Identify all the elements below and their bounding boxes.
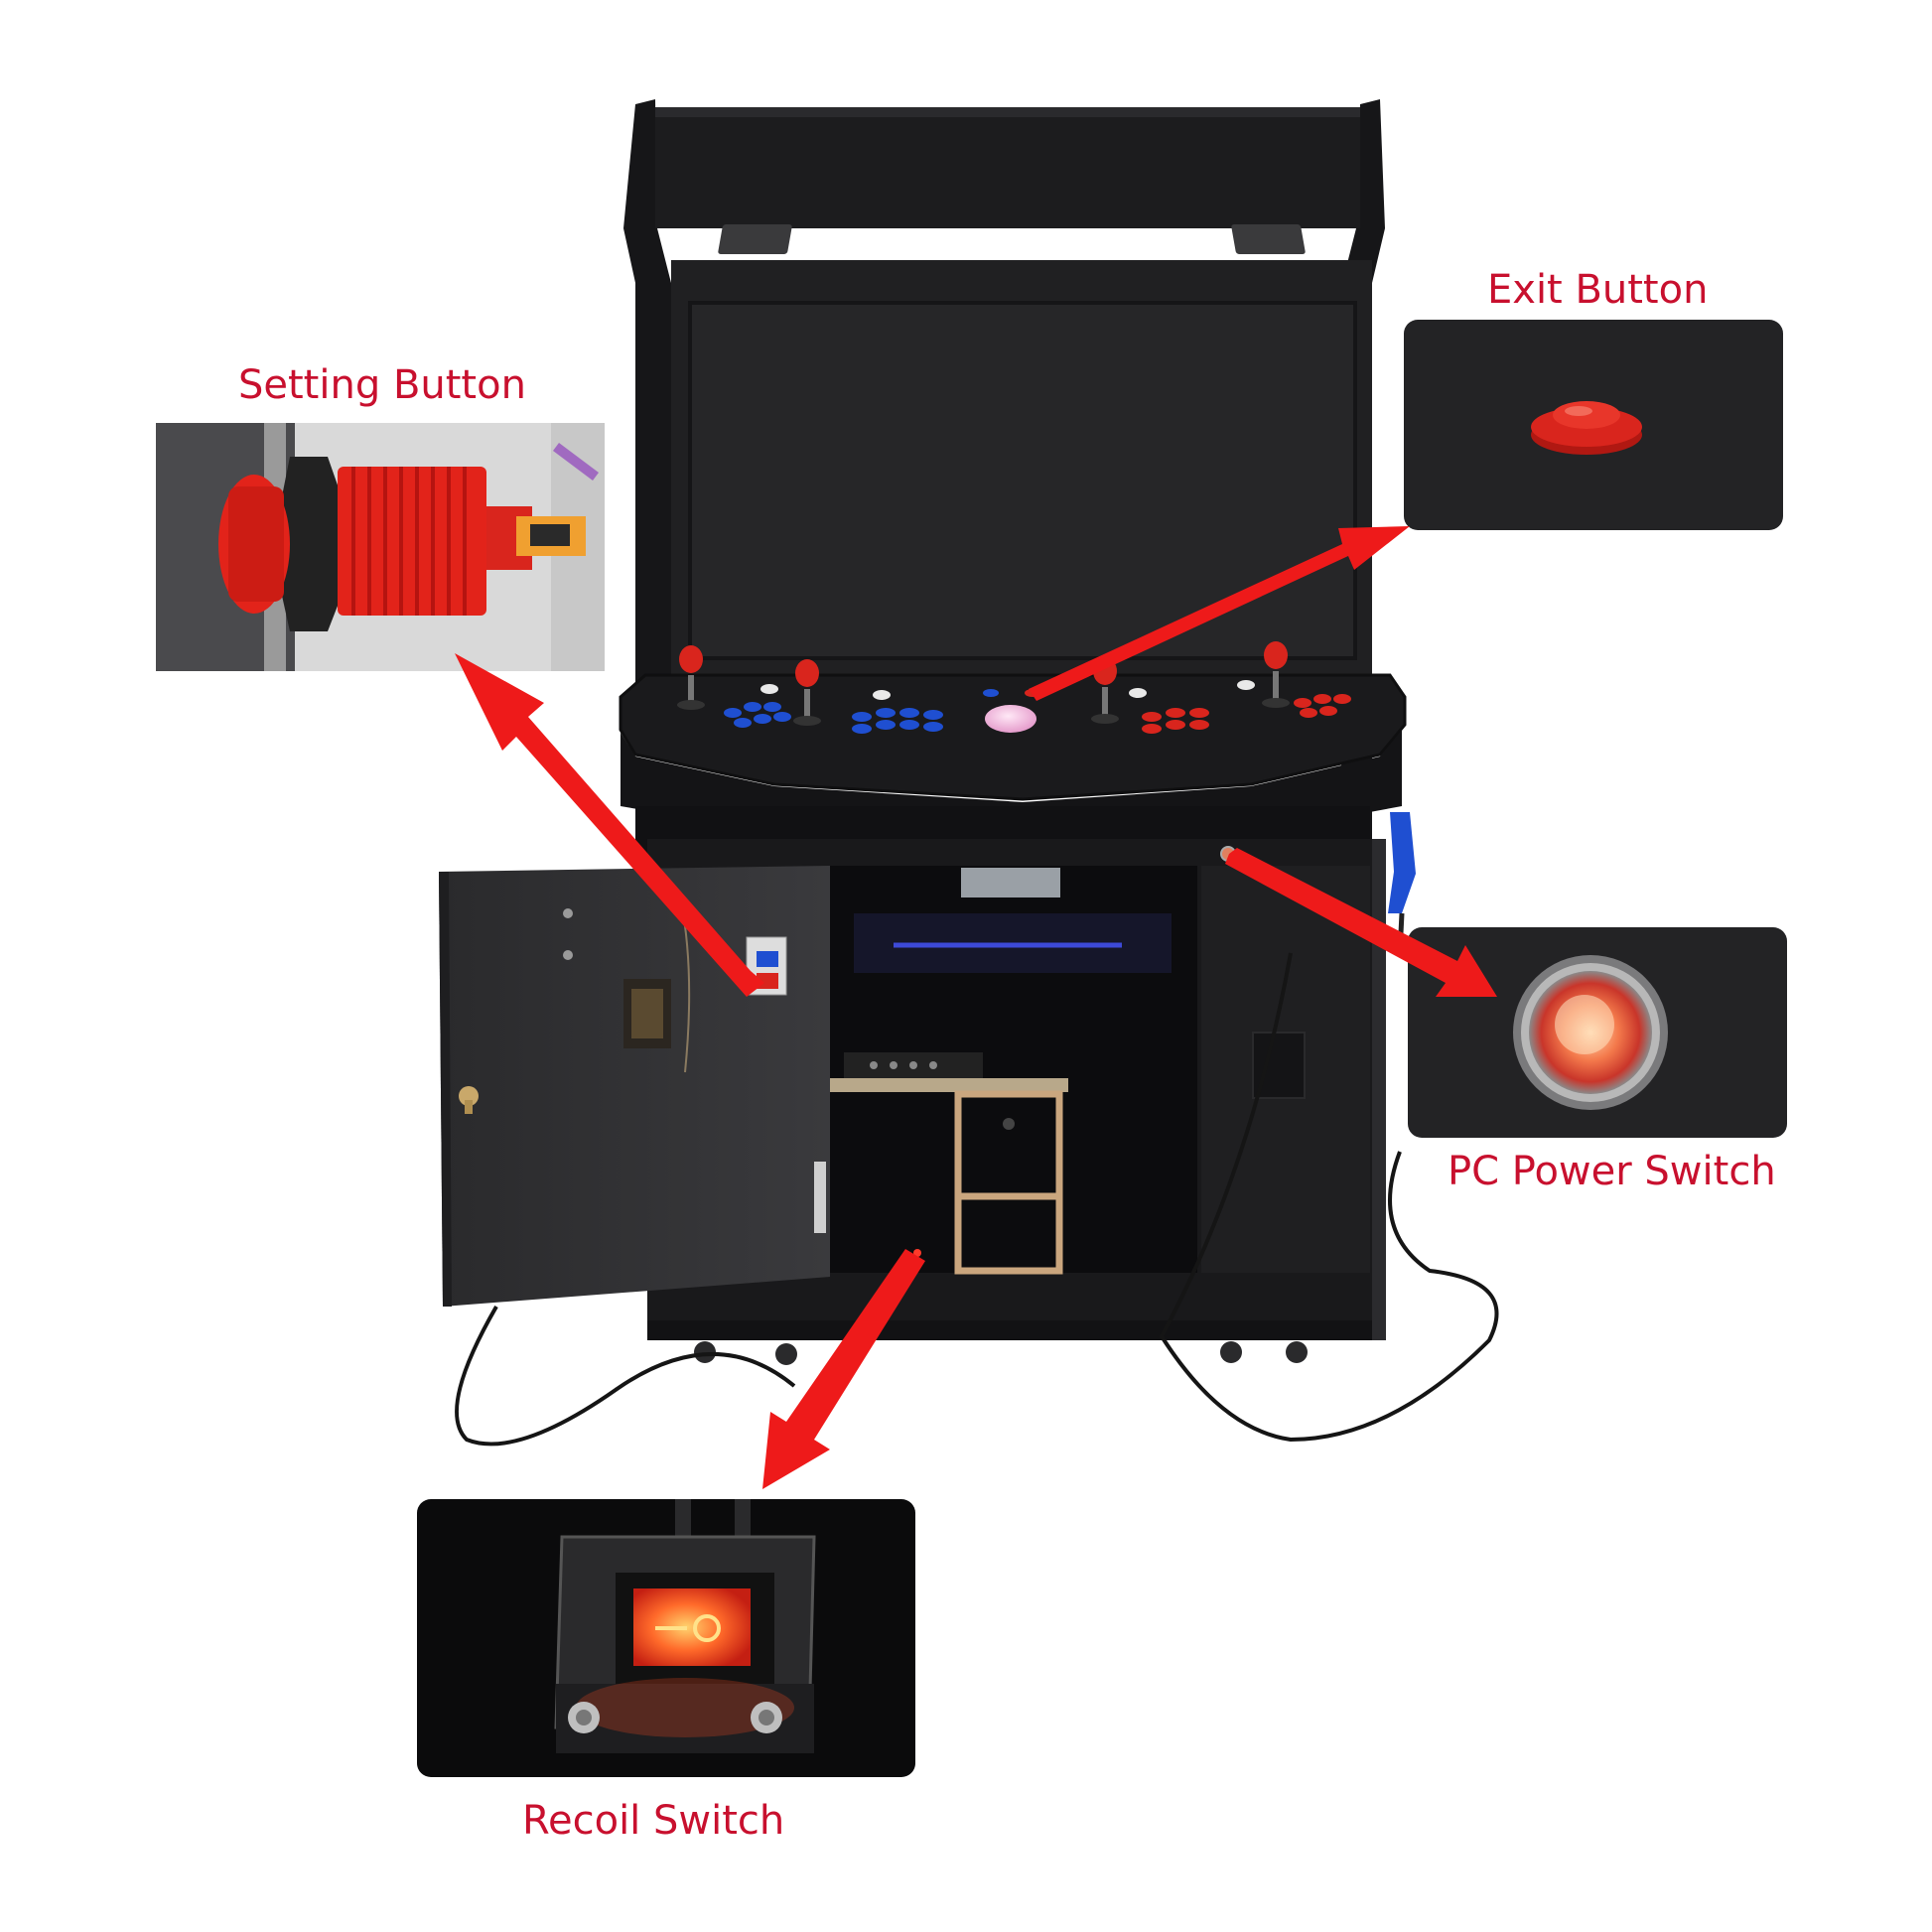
power-supply [961, 868, 1060, 897]
arrow-to-setting-button [455, 653, 764, 997]
arrow-to-exit-button [1029, 526, 1410, 701]
power-cable-right [1159, 952, 1499, 1443]
cabinet-marquee [655, 107, 1360, 228]
exit-button-label: Exit Button [1487, 267, 1709, 313]
speaker-grille-left [718, 224, 792, 254]
coin-mechanism [623, 979, 671, 1048]
exit-button-inset [1404, 320, 1783, 530]
start-buttons [760, 680, 1255, 700]
speaker-grille-right [1231, 224, 1306, 254]
power-cable-left [455, 1306, 796, 1447]
buttons-player-2 [852, 708, 943, 734]
recoil-switch-label: Recoil Switch [522, 1798, 785, 1844]
buttons-player-3 [1142, 708, 1209, 734]
buttons-player-1 [724, 702, 791, 728]
recoil-switch-inset [417, 1499, 915, 1777]
cabinet-side-left [623, 99, 671, 685]
joystick-player-2 [793, 659, 821, 726]
cabinet-wheels [694, 1341, 1308, 1365]
arrow-to-recoil-switch [762, 1249, 925, 1489]
setting-button-label: Setting Button [238, 362, 526, 408]
wooden-shelf [954, 1090, 1063, 1275]
cabinet-door [439, 866, 830, 1307]
pc-power-switch-inset [1408, 927, 1787, 1138]
pc-power-switch-label: PC Power Switch [1448, 1149, 1776, 1194]
joystick-player-4 [1262, 641, 1290, 708]
light-gun [1388, 812, 1416, 913]
arcade-cabinet [439, 99, 1499, 1447]
joystick-player-1 [677, 645, 705, 710]
monitor-screen [690, 303, 1355, 658]
control-panel [619, 673, 1407, 801]
arrow-to-pc-power-switch [1225, 848, 1497, 997]
door-lock [459, 1086, 479, 1114]
trackball [985, 705, 1036, 733]
middle-blue-button [983, 689, 999, 697]
door-hinge [814, 1162, 826, 1233]
arrows [455, 526, 1497, 1489]
buttons-player-4 [1294, 694, 1351, 718]
setting-button-inset [156, 423, 605, 671]
